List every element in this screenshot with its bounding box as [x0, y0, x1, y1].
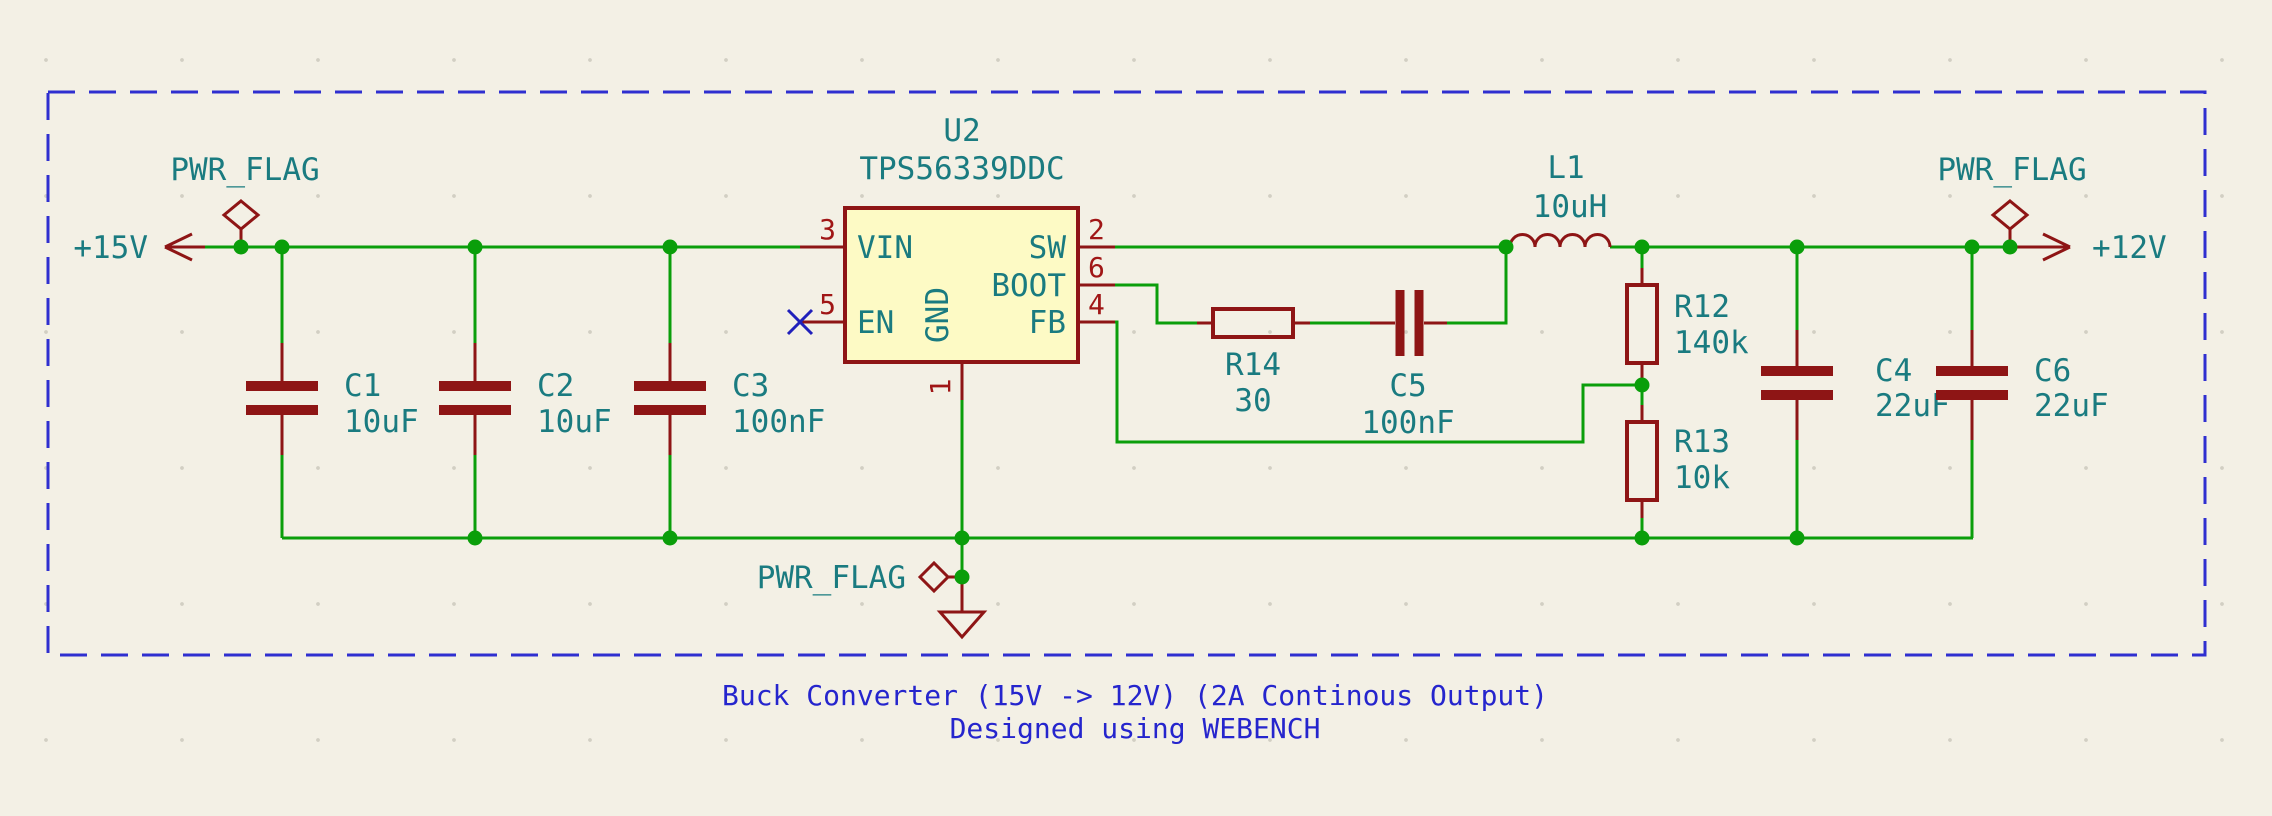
power-port-15v[interactable]: +15V	[73, 230, 205, 266]
component-value[interactable]: 10uF	[344, 404, 419, 440]
component-value[interactable]: 10uH	[1533, 189, 1608, 225]
component-value[interactable]: 22uF	[2034, 388, 2109, 424]
capacitor-plates-icon[interactable]	[634, 381, 706, 415]
power-arrow-right-icon[interactable]	[2010, 232, 2071, 262]
pwr-flag-diamond-icon[interactable]	[1990, 199, 2030, 231]
component-ref[interactable]: C4	[1875, 353, 1912, 389]
pin-name-fb: FB	[1029, 305, 1066, 341]
power-label-15v[interactable]: +15V	[73, 230, 148, 266]
pwr-flag-diamond-icon[interactable]	[917, 560, 951, 594]
pin-name-vin: VIN	[857, 230, 913, 266]
pwr-flag-gnd[interactable]: PWR_FLAG	[757, 560, 962, 596]
pin-number-2: 2	[1088, 213, 1105, 246]
pin-name-sw: SW	[1029, 230, 1067, 266]
wire-boot-left[interactable]	[1115, 283, 1197, 325]
gnd-triangle-icon[interactable]	[936, 610, 988, 640]
component-ref[interactable]: C3	[732, 368, 769, 404]
component-value[interactable]: 100nF	[732, 404, 825, 440]
wire-c5-sw[interactable]	[1447, 247, 1508, 325]
pin-number-3: 3	[819, 213, 836, 246]
junction-dot	[233, 239, 249, 255]
pin-number-6: 6	[1088, 251, 1105, 284]
capacitor-c5[interactable]: C5 100nF	[1361, 290, 1455, 441]
pwr-flag-left[interactable]: PWR_FLAG	[170, 152, 320, 247]
sheet-boundary	[46, 90, 2207, 657]
capacitor-c4[interactable]: C4 22uF	[1761, 330, 1950, 440]
junction-dots	[233, 239, 2018, 585]
component-value[interactable]: 100nF	[1361, 405, 1454, 441]
no-connect-icon[interactable]	[786, 308, 814, 336]
junction-dot	[1789, 530, 1805, 546]
capacitor-plates-icon[interactable]	[1761, 366, 1833, 400]
junction-dot	[954, 530, 970, 546]
power-port-12v[interactable]: +12V	[2010, 230, 2167, 266]
power-arrow-left-icon[interactable]	[164, 232, 205, 262]
component-ref[interactable]: C6	[2034, 353, 2071, 389]
junction-dot	[1498, 239, 1514, 255]
pwr-flag-diamond-icon[interactable]	[221, 199, 261, 231]
junction-dot	[1634, 377, 1650, 393]
resistor-body-icon[interactable]	[1211, 307, 1295, 339]
ic-u2[interactable]: U2 TPS56339DDC VIN EN SW BOOT FB GND 3 5…	[786, 113, 1115, 400]
pin-number-1: 1	[924, 379, 957, 396]
junction-dot	[1634, 530, 1650, 546]
resistor-body-icon[interactable]	[1625, 420, 1659, 502]
pwr-flag-right[interactable]: PWR_FLAG	[1937, 152, 2087, 247]
gnd-symbol[interactable]	[936, 584, 988, 640]
component-ref[interactable]: C1	[344, 368, 381, 404]
pin-name-boot: BOOT	[991, 268, 1066, 304]
junction-dot	[954, 569, 970, 585]
component-ref[interactable]: R13	[1674, 424, 1730, 460]
inductor-coil-icon[interactable]	[1508, 233, 1612, 248]
pwr-flag-right-label[interactable]: PWR_FLAG	[1937, 152, 2086, 188]
junction-dot	[274, 239, 290, 255]
component-ref[interactable]: C5	[1389, 368, 1426, 404]
component-ref[interactable]: R14	[1225, 347, 1281, 383]
power-label-12v[interactable]: +12V	[2092, 230, 2167, 266]
pwr-flag-left-label[interactable]: PWR_FLAG	[170, 152, 319, 188]
ic-reference[interactable]: U2	[943, 113, 980, 149]
capacitor-c6[interactable]: C6 22uF	[1936, 330, 2109, 440]
capacitor-c2[interactable]: C2 10uF	[439, 343, 612, 455]
capacitor-c1[interactable]: C1 10uF	[246, 343, 419, 455]
pin-name-en: EN	[857, 305, 894, 341]
schematic-title[interactable]: Buck Converter (15V -> 12V) (2A Continou…	[722, 679, 1548, 712]
pwr-flag-gnd-label[interactable]: PWR_FLAG	[757, 560, 906, 596]
resistor-r14[interactable]: R14 30	[1197, 307, 1310, 419]
resistor-r13[interactable]: R13 10k	[1625, 405, 1730, 518]
component-ref[interactable]: R12	[1674, 289, 1730, 325]
junction-dot	[662, 530, 678, 546]
pin-number-4: 4	[1088, 288, 1105, 321]
junction-dot	[467, 239, 483, 255]
capacitor-plates-icon[interactable]	[1395, 290, 1424, 356]
junction-dot	[662, 239, 678, 255]
junction-dot	[1789, 239, 1805, 255]
component-ref[interactable]: L1	[1547, 150, 1584, 186]
schematic-subtitle[interactable]: Designed using WEBENCH	[950, 712, 1321, 745]
inductor-l1[interactable]: L1 10uH	[1508, 150, 1612, 248]
component-ref[interactable]: C2	[537, 368, 574, 404]
component-value[interactable]: 140k	[1674, 325, 1749, 361]
junction-dot	[1964, 239, 1980, 255]
junction-dot	[1634, 239, 1650, 255]
resistor-r12[interactable]: R12 140k	[1625, 268, 1749, 383]
capacitor-plates-icon[interactable]	[1936, 366, 2008, 400]
component-value[interactable]: 10uF	[537, 404, 612, 440]
capacitor-plates-icon[interactable]	[439, 381, 511, 415]
pin-number-5: 5	[819, 288, 836, 321]
component-value[interactable]: 10k	[1674, 460, 1730, 496]
component-value[interactable]: 30	[1234, 383, 1271, 419]
capacitor-c3[interactable]: C3 100nF	[634, 343, 825, 455]
wire-fb[interactable]	[1115, 320, 1640, 444]
capacitor-plates-icon[interactable]	[246, 381, 318, 415]
resistor-body-icon[interactable]	[1625, 283, 1659, 365]
junction-dot	[467, 530, 483, 546]
ic-part-number[interactable]: TPS56339DDC	[859, 151, 1064, 187]
pin-name-gnd: GND	[920, 287, 956, 343]
junction-dot	[2002, 239, 2018, 255]
